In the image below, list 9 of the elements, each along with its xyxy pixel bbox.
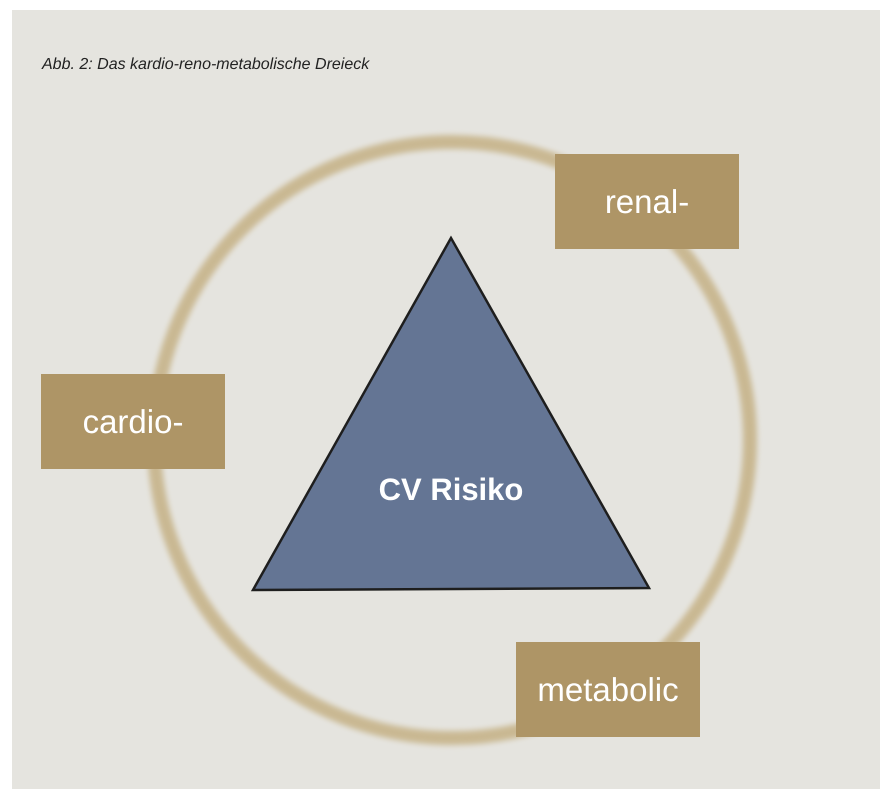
label-box: [555, 154, 739, 249]
node-label: cardio-: [82, 402, 184, 440]
figure-title: Abb. 2: Das kardio-reno-metabolische Dreieck: [42, 56, 370, 74]
node-label: renal-: [604, 182, 690, 220]
label-box: [516, 642, 700, 737]
triangle-shape: [250, 235, 652, 593]
node-label: metabolic: [537, 670, 679, 708]
node-label: CV Risiko: [378, 472, 524, 508]
label-box: [41, 374, 225, 469]
